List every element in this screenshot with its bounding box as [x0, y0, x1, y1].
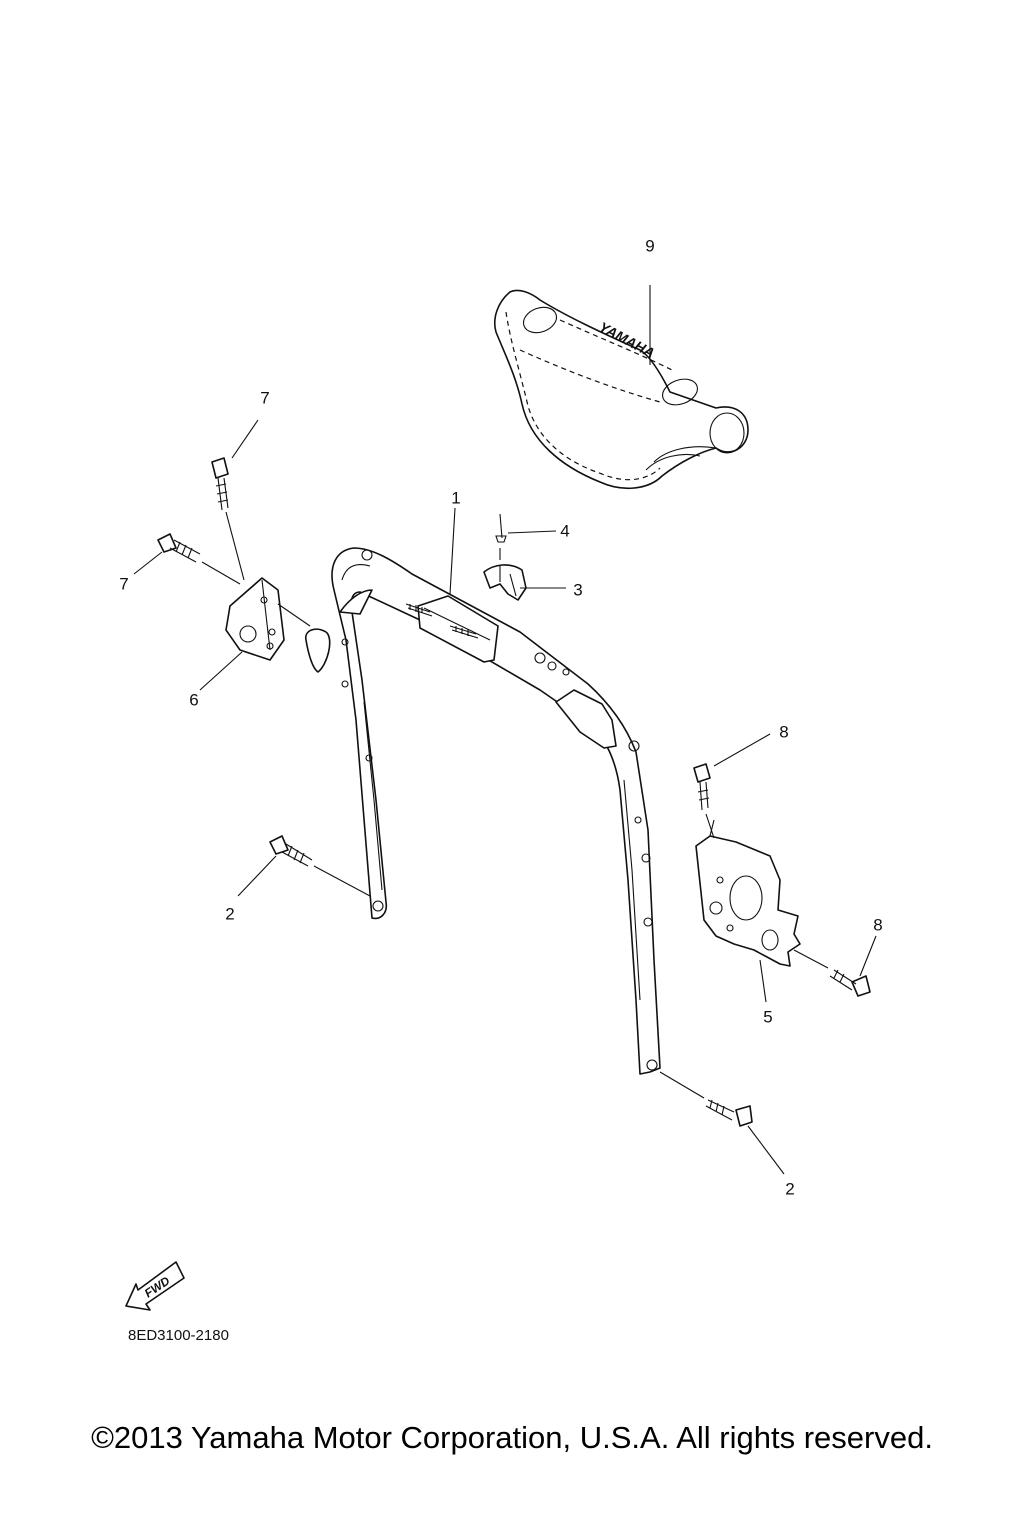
callout-5: 5	[763, 1007, 773, 1027]
callout-9: 9	[645, 236, 655, 256]
bolt-2-right	[705, 1099, 753, 1127]
bolt-7-upper	[211, 457, 229, 511]
copyright-notice: ©2013 Yamaha Motor Corporation, U.S.A. A…	[91, 1420, 933, 1455]
callout-2-right: 2	[785, 1179, 795, 1199]
bolt-8-upper	[693, 763, 711, 811]
callout-7-left: 7	[119, 574, 129, 594]
callout-6: 6	[189, 690, 199, 710]
bolt-2-left	[269, 835, 313, 867]
diagram-code: 8ED3100-2180	[128, 1327, 229, 1344]
callout-7-upper: 7	[260, 388, 270, 408]
callout-3: 3	[573, 580, 583, 600]
callout-8-upper: 8	[779, 722, 789, 742]
handlebar-pad: YAMAHA	[494, 289, 749, 490]
fwd-arrow-icon: FWD	[125, 1261, 185, 1311]
grommet	[305, 628, 331, 673]
bracket-right	[695, 819, 801, 967]
leader-8b	[859, 935, 877, 977]
leader-2b	[747, 1125, 785, 1175]
clip	[483, 564, 527, 601]
leader-7b	[133, 551, 163, 575]
leader-7a	[231, 419, 259, 459]
callout-2-left: 2	[225, 904, 235, 924]
leader-6	[199, 651, 243, 691]
callout-1: 1	[451, 488, 461, 508]
bolt-7-left	[157, 533, 201, 563]
rivet	[495, 513, 507, 560]
leader-2a	[237, 855, 277, 897]
bolt-8-lower	[829, 969, 871, 997]
handle-frame	[331, 547, 661, 1075]
callout-8-lower: 8	[873, 915, 883, 935]
leader-4	[507, 530, 557, 534]
clamp-studs	[405, 603, 479, 639]
callout-4: 4	[560, 521, 570, 541]
leader-1	[449, 507, 456, 595]
leader-8a	[713, 733, 771, 767]
leader-5	[759, 959, 767, 1003]
bracket-left	[225, 577, 285, 661]
